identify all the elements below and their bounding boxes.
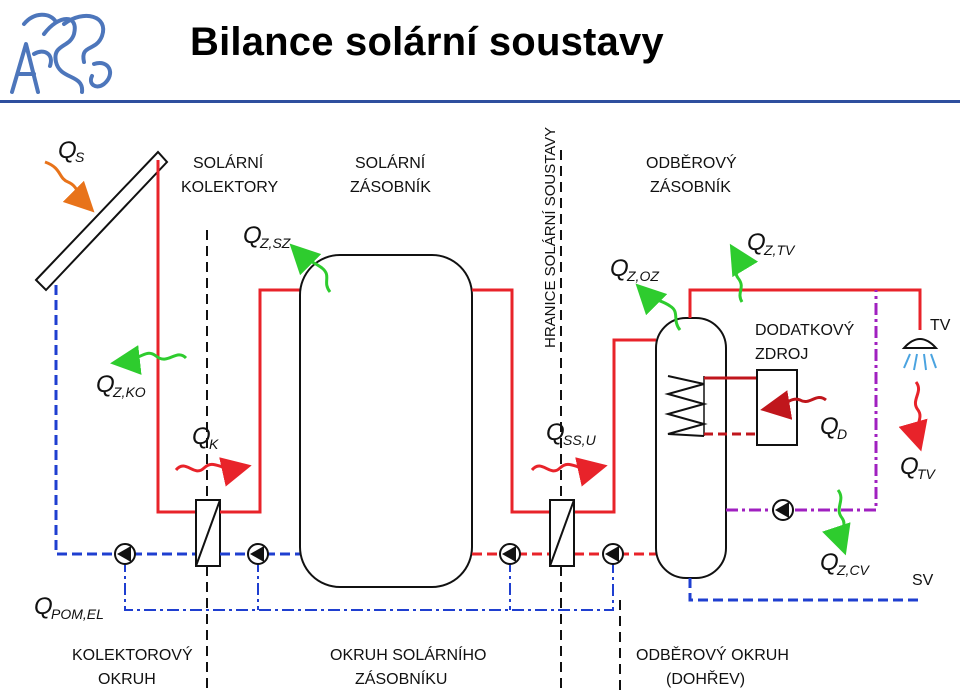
svg-text:Q: Q [747, 229, 766, 256]
label-circuit-storage-2: ZÁSOBNÍKU [355, 669, 447, 688]
svg-text:Z,CV: Z,CV [836, 562, 871, 578]
label-storage-2: ZÁSOBNÍK [350, 177, 431, 196]
page-title: Bilance solární soustavy [190, 20, 664, 64]
svg-text:S: S [75, 149, 85, 165]
label-consumer-1: ODBĚROVÝ [646, 153, 737, 172]
svg-text:K: K [209, 436, 219, 452]
svg-text:SS,U: SS,U [563, 432, 597, 448]
pump-collector [114, 543, 136, 565]
loss-arrow-circulation [822, 489, 851, 556]
label-aux-1: DODATKOVÝ [755, 320, 855, 339]
svg-text:D: D [837, 426, 847, 442]
label-collectors-1: SOLÁRNÍ [193, 153, 264, 172]
pom-el-line [124, 560, 614, 611]
svg-text:Q: Q [820, 413, 839, 440]
quantity-qs: Q S [58, 137, 85, 165]
quantity-qzko: Q Z,KO [96, 371, 146, 400]
label-circuit-consumer-2: (DOHŘEV) [666, 669, 745, 688]
loss-arrow-consumer-tank [635, 283, 682, 331]
quantity-qssu: Q SS,U [546, 419, 597, 448]
collector-cold-pipe [54, 285, 196, 556]
svg-text:Z,TV: Z,TV [763, 242, 796, 258]
quantity-qd: Q D [820, 413, 847, 442]
pump-circulation [772, 499, 794, 521]
heating-coil [664, 375, 708, 437]
label-sv: SV [912, 572, 934, 589]
label-tv: TV [930, 317, 951, 334]
quantity-qk: Q K [192, 423, 219, 452]
pump-storage-charge [247, 543, 269, 565]
heat-exchanger-storage [549, 499, 575, 567]
cold-water-pipe [688, 578, 920, 602]
svg-text:Q: Q [610, 255, 629, 282]
storage-hot-pipe [220, 288, 300, 514]
heat-flow-arrow-collector [174, 457, 252, 487]
svg-text:Q: Q [546, 419, 565, 446]
quantity-qztv: Q Z,TV [747, 229, 796, 258]
loss-arrow-hot-water [729, 243, 759, 303]
svg-text:Q: Q [34, 593, 53, 620]
svg-text:Z,OZ: Z,OZ [626, 268, 659, 284]
pump-consumer [602, 543, 624, 565]
university-logo [10, 12, 113, 94]
svg-text:Q: Q [243, 222, 262, 249]
svg-text:Q: Q [820, 549, 839, 576]
heat-flow-arrow-storage [530, 457, 608, 487]
svg-text:Q: Q [900, 453, 919, 480]
svg-text:Q: Q [58, 137, 77, 164]
label-consumer-2: ZÁSOBNÍK [650, 177, 731, 196]
svg-text:POM,EL: POM,EL [51, 606, 104, 622]
loss-arrow-storage [289, 243, 332, 293]
label-boundary: HRANICE SOLÁRNÍ SOUSTAVY [542, 127, 559, 348]
quantity-qzcv: Q Z,CV [820, 549, 871, 578]
solar-collector [34, 150, 169, 292]
solar-gain-arrow [44, 160, 95, 213]
label-circuit-collector-2: OKRUH [98, 671, 156, 688]
aux-heat-arrow [760, 390, 827, 420]
label-circuit-collector-1: KOLEKTOROVÝ [72, 645, 193, 664]
svg-text:TV: TV [917, 466, 937, 482]
collector-hot-pipe [156, 160, 196, 514]
pump-storage-discharge [499, 543, 521, 565]
label-storage-1: SOLÁRNÍ [355, 153, 426, 172]
quantity-qpom: Q POM,EL [34, 593, 104, 622]
label-collectors-2: KOLEKTORY [181, 179, 279, 196]
loss-arrow-collector [110, 345, 188, 375]
discharge-hot-pipe [472, 288, 656, 514]
svg-text:Q: Q [192, 423, 211, 450]
label-circuit-storage-1: OKRUH SOLÁRNÍHO [330, 645, 486, 664]
consumer-storage-tank [655, 317, 727, 579]
hot-water-pipe [688, 288, 922, 330]
quantity-qzsz: Q Z,SZ [243, 222, 291, 251]
quantity-qtv: Q TV [900, 453, 937, 482]
quantity-qzoz: Q Z,OZ [610, 255, 659, 284]
heat-exchanger-collector [195, 499, 221, 567]
title-divider [0, 100, 960, 103]
svg-text:Z,SZ: Z,SZ [259, 235, 291, 251]
svg-text:Q: Q [96, 371, 115, 398]
label-circuit-consumer-1: ODBĚROVÝ OKRUH [636, 645, 789, 664]
label-aux-2: ZDROJ [755, 346, 808, 363]
circuit-boundaries [206, 150, 621, 690]
solar-storage-tank [299, 254, 473, 588]
hot-water-draw-arrow [898, 381, 928, 452]
svg-text:Z,KO: Z,KO [112, 384, 146, 400]
shower-icon [901, 338, 939, 371]
